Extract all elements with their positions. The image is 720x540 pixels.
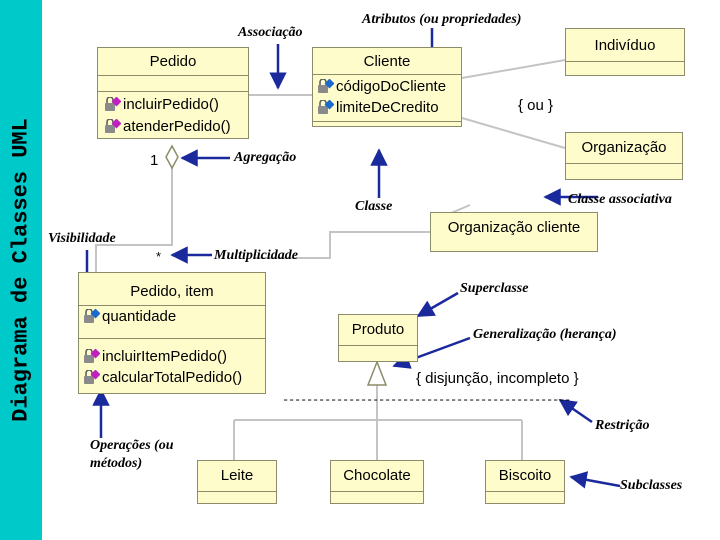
annotation-operacoes-text: Operações (ou métodos) [90,438,174,471]
annotation-superclasse: Superclasse [460,281,529,296]
attribute-row: limiteDeCredito [317,99,439,116]
class-name: Pedido, item [130,283,214,300]
annotation-classe-associativa: Classe associativa [568,192,672,207]
class-name: Organização [581,139,667,156]
multiplicity-one: 1 [150,152,159,169]
public-operation-icon [84,370,100,384]
subclasses-arrow [569,471,621,489]
class-divider [98,91,248,92]
class-name: Produto [351,321,405,338]
operation-label: incluirItemPedido() [102,348,228,365]
restricao-arrow [558,398,593,424]
class-divider [331,491,423,492]
operation-row: atenderPedido() [104,118,231,135]
class-chocolate: Chocolate [330,460,424,504]
operation-row: incluirPedido() [104,96,219,113]
class-divider [313,121,461,122]
attribute-row: códigoDoCliente [317,78,446,95]
constraint-or: { ou } [518,97,554,114]
aggregation-diamond [165,144,179,170]
cliente-individuo-line [461,59,566,79]
operation-label: incluirPedido() [123,96,219,113]
annotation-classe: Classe [355,199,393,214]
constraint-dashes: ----------------------------------------… [282,393,571,407]
class-organizacao: Organização [565,132,683,180]
association-class-line [255,231,430,259]
operation-row: calcularTotalPedido() [83,369,242,386]
annotation-operacoes: Operações (ou métodos) [90,437,190,473]
attribute-row: quantidade [83,308,176,325]
class-produto: Produto [338,314,418,362]
attribute-label: quantidade [102,308,177,325]
sidebar: Diagrama de Classes UML [0,0,42,540]
class-biscoito: Biscoito [485,460,565,504]
multiplicity-many: * [156,249,162,264]
public-operation-icon [84,349,100,363]
class-cliente: Cliente códigoDoCliente limiteDeCredito [312,47,462,127]
attribute-label: limiteDeCredito [336,99,439,116]
class-name: Chocolate [343,467,411,484]
attribute-icon [318,79,334,93]
cliente-organizacao-line [461,117,566,149]
class-divider [98,75,248,76]
class-divider [79,338,265,339]
class-name: Cliente [363,53,411,70]
class-individuo: Indivíduo [565,28,685,76]
superclasse-arrow [416,291,459,318]
class-divider [566,163,682,164]
operation-label: atenderPedido() [123,118,231,135]
class-organizacao-cliente: Organização cliente [430,212,598,252]
class-leite: Leite [197,460,277,504]
operation-label: calcularTotalPedido() [102,369,243,386]
attribute-label: códigoDoCliente [336,78,447,95]
class-divider [486,491,564,492]
annotation-subclasses: Subclasses [620,478,683,493]
class-name: Leite [220,467,254,484]
class-name: Organização cliente [447,219,581,236]
annotation-generalizacao: Generalização (herança) [473,327,617,342]
class-name: Biscoito [498,467,552,484]
class-pedido: Pedido incluirPedido() atenderPedido() [97,47,249,139]
class-divider [198,491,276,492]
class-name: Indivíduo [594,37,656,54]
public-operation-icon [105,97,121,111]
annotation-atributos: Atributos (ou propriedades) [362,12,522,27]
public-operation-icon [105,119,121,133]
class-divider [313,74,461,75]
annotation-multiplicidade: Multiplicidade [214,248,298,263]
attribute-icon [318,100,334,114]
class-pedido-item: Pedido, item quantidade incluirItemPedid… [78,272,266,394]
class-name: Pedido [149,53,197,70]
operation-row: incluirItemPedido() [83,348,227,365]
class-divider [79,305,265,306]
generalization-triangle [366,359,388,386]
annotation-restricao: Restrição [595,418,650,433]
constraint-disjoint: { disjunção, incompleto } [416,370,579,387]
class-divider [566,61,684,62]
aggregation-line [95,168,173,272]
attribute-icon [84,309,100,323]
class-divider [339,345,417,346]
annotation-visibilidade: Visibilidade [48,231,116,246]
annotation-agregacao: Agregação [234,150,297,165]
annotation-associacao: Associação [238,25,303,40]
